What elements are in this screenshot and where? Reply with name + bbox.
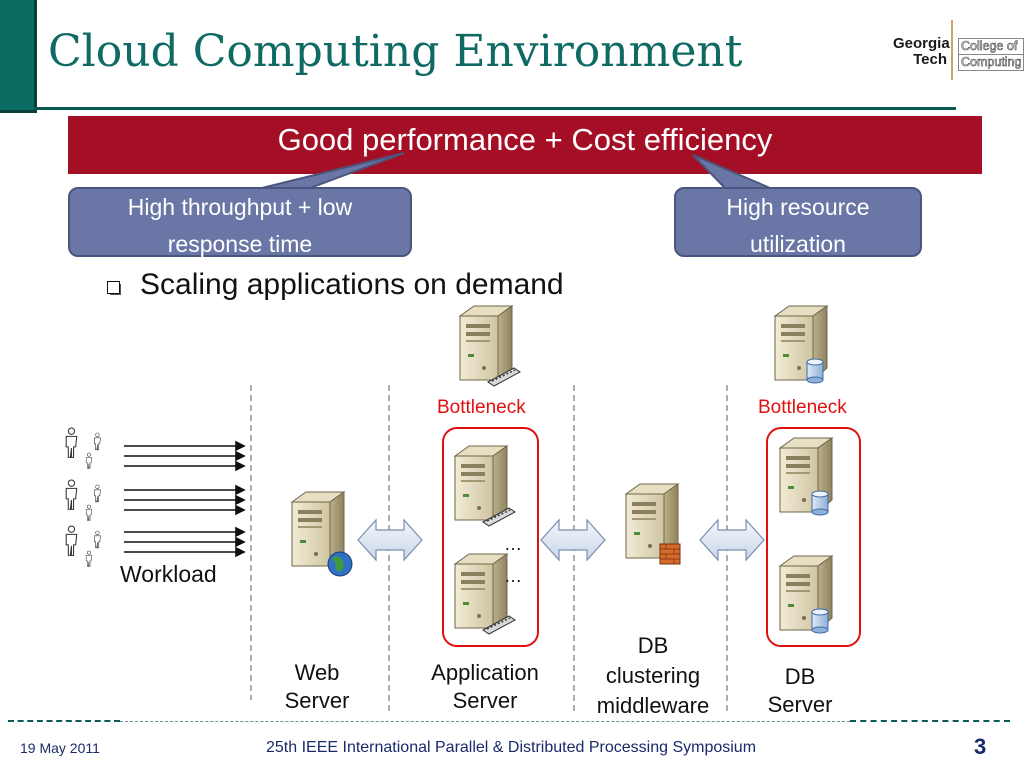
app-server-1-icon	[454, 445, 516, 527]
callout-right-line1: High resource	[726, 194, 870, 220]
db-label-line2: Server	[767, 692, 833, 717]
db-bottleneck-box	[766, 427, 861, 647]
web-server-icon	[291, 491, 353, 577]
throughput-callout: High throughput + low response time	[68, 187, 412, 257]
db-bottleneck-label: Bottleneck	[758, 397, 847, 418]
title-divider	[34, 107, 956, 110]
middleware-label-line2: clustering	[605, 663, 701, 688]
footer-rule-middle	[120, 721, 850, 722]
db-server-label: DB Server	[745, 663, 855, 719]
callout-left-line1: High throughput + low	[127, 194, 353, 220]
logo-gt-line2: Tech	[913, 51, 947, 68]
app-label-line2: Server	[452, 688, 518, 713]
db-server-2-icon	[779, 555, 833, 634]
db-server-1-icon	[779, 437, 833, 516]
footer-rule-left	[8, 720, 120, 722]
web-app-arrow	[357, 519, 423, 561]
logo-divider	[951, 20, 953, 80]
callout-left-line2: response time	[167, 231, 313, 257]
middleware-label: DB clustering middleware	[578, 631, 728, 721]
middleware-label-line1: DB	[637, 633, 669, 658]
footer-rule-right	[850, 720, 1010, 722]
slide-title: Cloud Computing Environment	[48, 26, 743, 77]
db-label-line1: DB	[784, 664, 816, 689]
user-group-3-icon	[65, 525, 101, 567]
goal-banner	[68, 116, 982, 174]
app-middleware-arrow	[540, 519, 606, 561]
georgia-tech-logo: Georgia Tech	[893, 35, 950, 68]
app-label-line1: Application	[431, 660, 539, 685]
workload-label: Workload	[120, 561, 217, 587]
middleware-label-line3: middleware	[596, 693, 710, 718]
page-number: 3	[974, 734, 987, 759]
web-server-label: Web Server	[262, 659, 372, 715]
workload-arrows	[124, 440, 246, 558]
standby-db-server-icon	[774, 305, 828, 384]
footer-date: 19 May 2011	[20, 740, 100, 756]
bullet-square-icon	[107, 281, 120, 294]
web-label-line2: Server	[284, 688, 350, 713]
utilization-callout: High resource utilization	[674, 187, 922, 257]
app-bottleneck-box	[442, 427, 539, 647]
footer-event: 25th IEEE International Parallel & Distr…	[266, 739, 757, 756]
standby-app-server-icon	[459, 305, 521, 387]
ellipsis-2: …	[504, 566, 522, 586]
callout-right-line2: utilization	[750, 231, 846, 257]
app-server-label: Application Server	[410, 659, 560, 715]
web-label-line1: Web	[294, 660, 340, 685]
ellipsis-1: …	[504, 534, 522, 554]
banner-text: Good performance + Cost efficiency	[277, 122, 773, 157]
architecture-diagram	[65, 305, 861, 715]
middleware-db-arrow	[699, 519, 765, 561]
title-accent-bar	[0, 0, 37, 113]
logo-gt-line1: Georgia	[893, 35, 950, 52]
bullet-text: Scaling applications on demand	[140, 268, 564, 301]
app-bottleneck-label: Bottleneck	[437, 397, 526, 418]
middleware-server-icon	[625, 483, 681, 565]
user-group-2-icon	[65, 479, 101, 521]
user-group-1-icon	[65, 427, 101, 469]
